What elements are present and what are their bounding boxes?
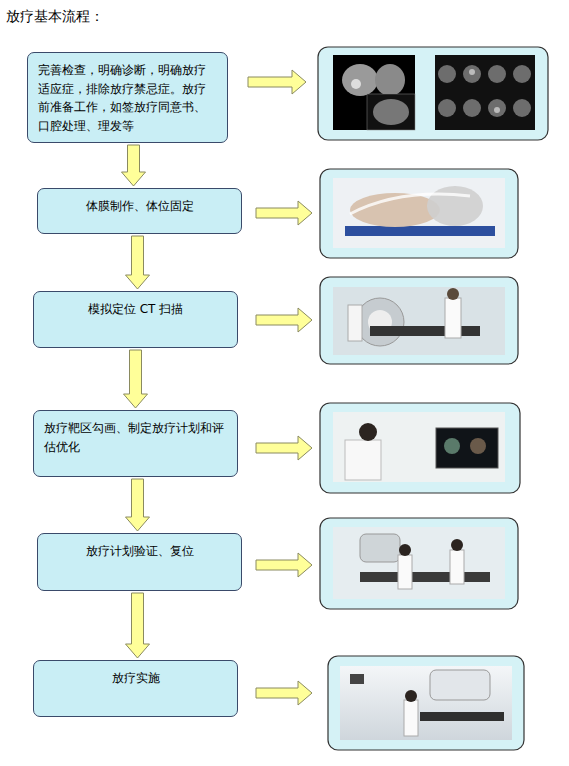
process-box: 放疗靶区勾画、制定放疗计划和评估优化 xyxy=(33,410,238,477)
flow-arrow xyxy=(126,236,150,289)
step-text: 放疗实施 xyxy=(42,669,229,688)
planning-photo xyxy=(333,412,505,482)
step-text: 完善检查，明确诊断，明确放疗适应症，排除放疗禁忌症。放疗前准备工作，如签放疗同意… xyxy=(38,61,217,135)
diagram-title: 放疗基本流程： xyxy=(6,8,104,26)
process-box: 体膜制作、体位固定 xyxy=(37,188,242,234)
photo-frames xyxy=(318,47,548,750)
step-text: 放疗计划验证、复位 xyxy=(46,542,233,561)
mask-photo xyxy=(333,178,505,248)
step-text: 放疗靶区勾画、制定放疗计划和评估优化 xyxy=(44,419,227,456)
process-box: 放疗计划验证、复位 xyxy=(37,533,242,591)
flow-arrow xyxy=(122,145,146,186)
process-box: 完善检查，明确诊断，明确放疗适应症，排除放疗禁忌症。放疗前准备工作，如签放疗同意… xyxy=(27,52,228,143)
ct-sim-photo xyxy=(333,287,505,355)
treatment-photo xyxy=(340,666,512,740)
flow-arrow xyxy=(124,350,148,408)
side-arrows xyxy=(248,70,312,705)
step-text: 体膜制作、体位固定 xyxy=(46,197,233,216)
flow-arrow xyxy=(126,479,150,531)
process-box: 放疗实施 xyxy=(33,660,238,717)
step-text: 模拟定位 CT 扫描 xyxy=(42,300,229,319)
verification-photo xyxy=(333,527,505,599)
flow-arrow xyxy=(126,593,150,658)
ct-mri-images xyxy=(333,55,535,130)
process-box: 模拟定位 CT 扫描 xyxy=(33,291,238,348)
